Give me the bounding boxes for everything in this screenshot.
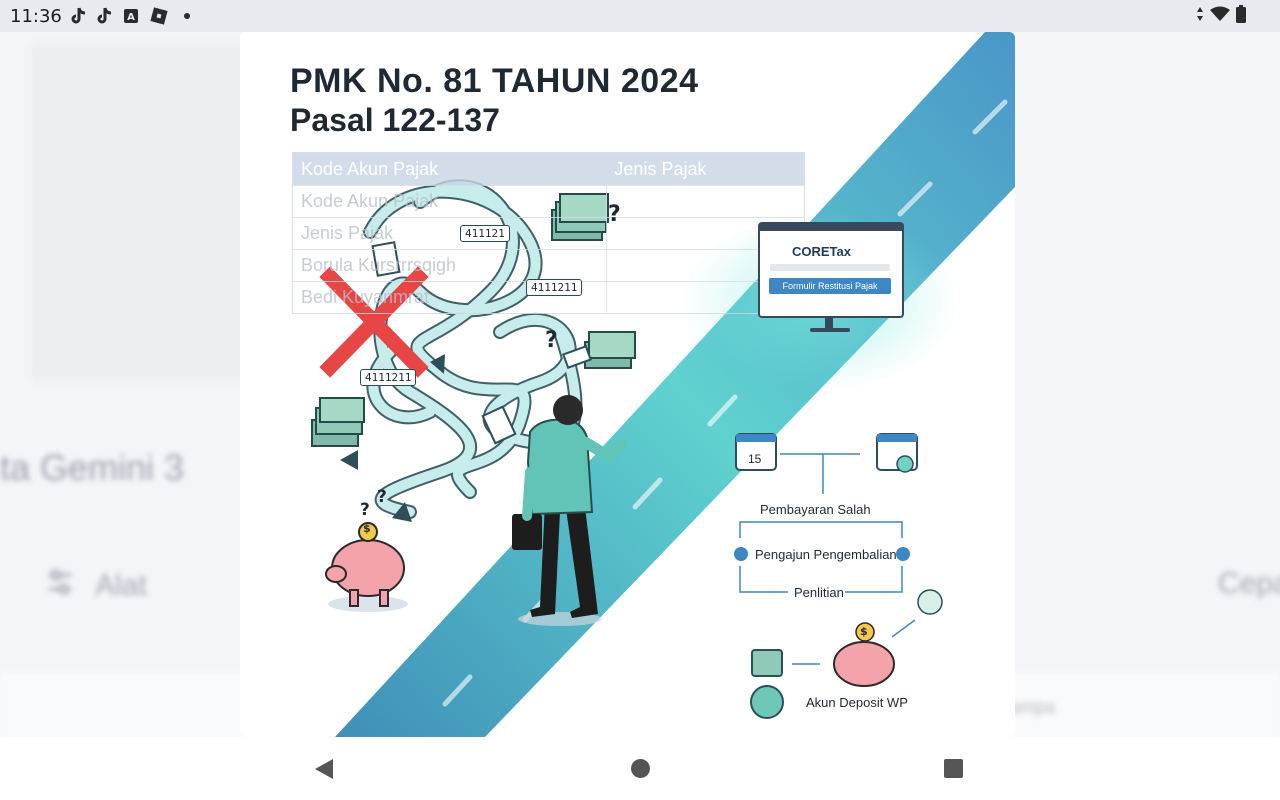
translate-icon: A (122, 6, 140, 26)
svg-text:A: A (127, 12, 135, 23)
table-header: Jenis Pajak (606, 152, 805, 186)
tiktok-icon (96, 6, 114, 26)
question-mark: ? (360, 500, 370, 520)
formulir-restitusi-button: Formulir Restitusi Pajak (769, 278, 891, 294)
question-mark: ? (545, 328, 558, 353)
infographic-subtitle: Pasal 122-137 (290, 102, 500, 138)
tools-icon (45, 567, 75, 605)
battery-icon (1236, 5, 1246, 28)
status-bar: 11:36 A (0, 0, 1280, 32)
tiktok-icon (70, 6, 88, 26)
calendar-icon (735, 433, 777, 471)
account-code-tag: 4111211 (360, 369, 417, 386)
calendar-date: 15 (748, 452, 762, 466)
table-cell: Kode Akun Pajak (292, 185, 607, 218)
question-mark: ? (377, 487, 387, 507)
coretax-monitor: CORETax Formulir Restitusi Pajak (758, 222, 904, 318)
background-gemini-text: ta Gemini 3 (0, 447, 185, 488)
flow-step-pembayaran-salah: Pembayaran Salah (760, 502, 871, 517)
status-icons-right (1196, 5, 1246, 28)
wallet-icon (751, 649, 783, 677)
bank-icon (750, 685, 784, 719)
background-tools-label: Alat (95, 569, 147, 602)
navigation-bar (0, 737, 1280, 800)
account-code-tag: 411121 (460, 225, 510, 242)
status-dot-icon (896, 547, 910, 561)
coretax-logo: CORETax (792, 244, 851, 259)
piggy-bank-icon (325, 522, 408, 612)
infographic-title: PMK No. 81 TAHUN 2024 (290, 62, 699, 100)
roblox-icon (148, 6, 170, 26)
money-stack-icon (584, 331, 636, 369)
table-cell: Jenis Pajak (292, 217, 607, 250)
account-code-tag: 4111211 (526, 279, 583, 296)
piggy-bank-icon (833, 622, 895, 687)
document-icon (562, 345, 592, 369)
question-mark: ? (608, 202, 621, 227)
check-circle-icon (734, 547, 748, 561)
check-badge-icon (917, 589, 943, 615)
background-hint-text: ampa (1010, 697, 1056, 717)
flow-step-penelitian: Penlitian (794, 585, 844, 600)
back-icon[interactable] (313, 757, 335, 786)
flow-step-pengajuan: Pengajun Pengembalian (755, 547, 897, 562)
table-cell: Borula Kursrrrsqigh (292, 249, 607, 282)
road-band (335, 32, 1015, 737)
coin-symbol: $ (363, 522, 371, 535)
dot-icon (183, 6, 190, 26)
flow-connectors (739, 453, 916, 665)
home-icon[interactable] (630, 758, 651, 784)
image-preview[interactable]: PMK No. 81 TAHUN 2024 Pasal 122-137 Kode… (240, 32, 1015, 737)
data-arrows-icon (1196, 6, 1204, 27)
arrow-heads (340, 354, 445, 522)
wifi-icon (1210, 6, 1230, 27)
recents-icon[interactable] (943, 758, 964, 784)
coin-symbol: $ (860, 625, 868, 638)
document-icon (481, 405, 517, 445)
flow-step-akun-deposit: Akun Deposit WP (806, 695, 908, 710)
background-tools-button: Alat (45, 567, 147, 605)
table-header: Kode Akun Pajak (292, 152, 607, 186)
calendar-check-icon (876, 433, 918, 473)
status-time: 11:36 (10, 5, 62, 27)
person-illustration (512, 395, 628, 626)
money-stack-icon (311, 397, 365, 447)
